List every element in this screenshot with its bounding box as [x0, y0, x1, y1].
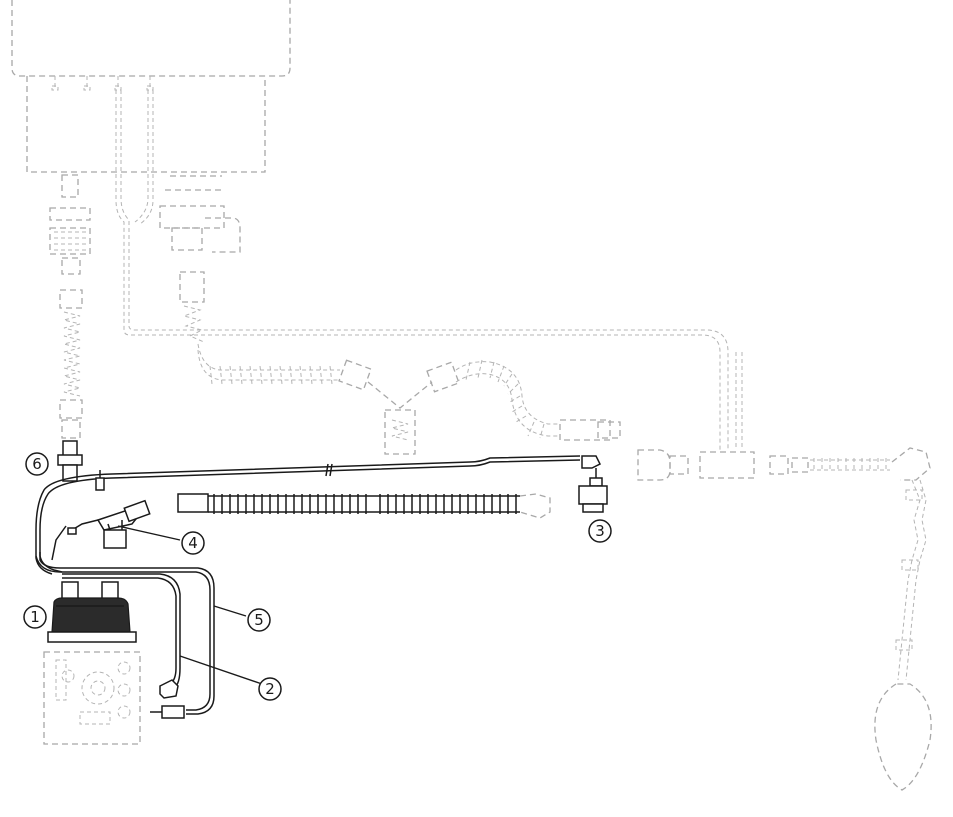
callout-1: 1 [23, 605, 47, 629]
callout-5: 5 [247, 608, 271, 632]
expiratory-valve-ghost [159, 175, 241, 253]
nebulizer-adapter [67, 499, 151, 549]
flow-sensor [578, 455, 608, 513]
leader-lines [117, 525, 263, 685]
callout-2-label: 2 [265, 680, 275, 698]
callout-4-label: 4 [188, 534, 198, 552]
callout-6-label: 6 [32, 455, 42, 473]
expiratory-hose-ghost [179, 271, 372, 391]
patient-connector-ghost [637, 447, 931, 481]
humidifier-base-ghost [43, 651, 141, 745]
ventilator-unit-outline [11, 0, 291, 173]
filter-adapter [57, 440, 83, 482]
callout-5-label: 5 [254, 611, 264, 629]
reservoir-bag-ghost [874, 479, 932, 791]
heater-wire-cables [35, 525, 215, 719]
inspiratory-hose-ghost [455, 359, 621, 441]
callout-3-label: 3 [595, 522, 605, 540]
callout-1-label: 1 [30, 608, 40, 626]
callout-4: 4 [181, 531, 205, 555]
pressure-sensing-lines-ghost [115, 90, 743, 450]
y-piece-ghost [367, 361, 460, 455]
callout-2: 2 [258, 677, 282, 701]
sensing-tubing [35, 455, 581, 575]
callout-3: 3 [588, 519, 612, 543]
humidifier-chamber [47, 581, 137, 643]
corrugated-hose [177, 493, 551, 519]
callout-6: 6 [25, 452, 49, 476]
inspiratory-port-ghost [49, 174, 91, 439]
